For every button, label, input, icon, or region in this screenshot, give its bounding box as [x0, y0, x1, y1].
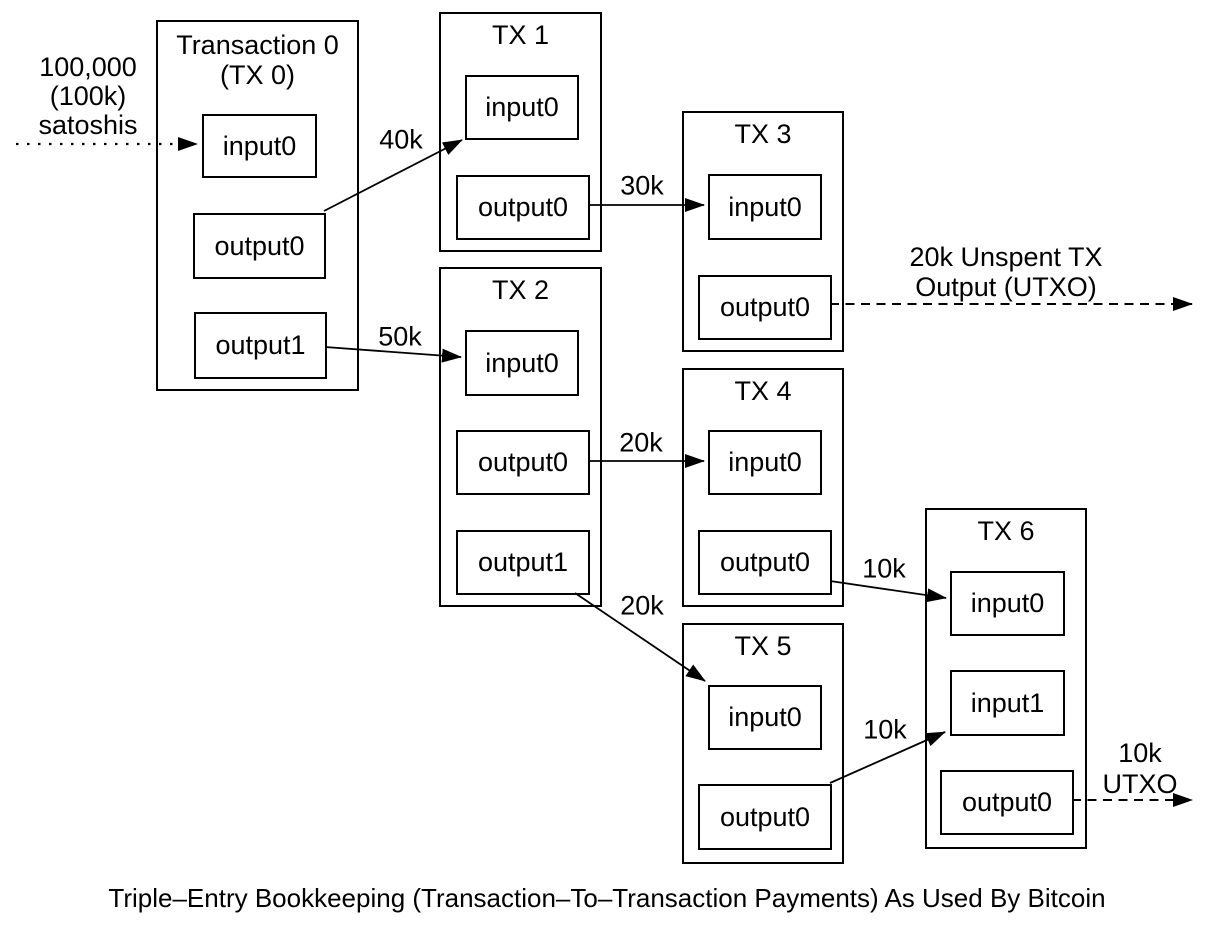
tx4-input0-box: input0 [708, 430, 822, 495]
diagram-caption: Triple–Entry Bookkeeping (Transaction–To… [108, 883, 1106, 913]
tx1-input0-box: input0 [465, 75, 579, 140]
tx1-title: TX 1 [491, 20, 550, 50]
tx0-output1-box: output1 [194, 312, 327, 379]
coinbase-line2: (100k) [49, 81, 127, 111]
flow-label-20k-tx5: 20k [620, 590, 664, 621]
tx6-input0-box: input0 [950, 571, 1065, 636]
utxo-tx6-line2: UTXO [1102, 769, 1178, 799]
tx0-title-line1: Transaction 0 [176, 30, 339, 60]
utxo-tx3-line1: 20k Unspent TX [909, 242, 1103, 272]
tx6-output0-box: output0 [940, 770, 1074, 835]
tx2-title: TX 2 [491, 275, 550, 305]
flow-label-20k-tx4: 20k [619, 427, 663, 458]
tx0-output0-box: output0 [193, 213, 326, 279]
tx2-output1-box: output1 [456, 530, 590, 595]
tx6-input1-box: input1 [950, 670, 1065, 736]
tx5-output0-box: output0 [698, 784, 832, 850]
tx0-title-line2: (TX 0) [219, 60, 295, 90]
tx0-input0-box: input0 [202, 114, 317, 178]
tx4-box: TX 4 input0 output0 [682, 368, 844, 607]
tx3-title: TX 3 [734, 119, 792, 149]
tx4-title: TX 4 [734, 376, 792, 406]
coinbase-line3: satoshis [38, 110, 138, 140]
utxo-tx6-line1: 10k [1118, 738, 1162, 768]
tx2-box: TX 2 input0 output0 output1 [439, 267, 602, 607]
tx2-output0-box: output0 [456, 430, 590, 495]
tx2-input0-box: input0 [465, 330, 579, 396]
tx0-title: Transaction 0 (TX 0) [158, 30, 357, 90]
tx4-output0-box: output0 [698, 530, 832, 595]
tx0-box: Transaction 0 (TX 0) input0 output0 outp… [156, 20, 359, 391]
tx6-title: TX 6 [977, 516, 1035, 546]
tx5-input0-box: input0 [708, 685, 822, 750]
tx5-box: TX 5 input0 output0 [682, 623, 844, 864]
flow-label-30k: 30k [620, 170, 664, 201]
tx1-box: TX 1 input0 output0 [439, 12, 602, 252]
tx5-title: TX 5 [734, 631, 792, 661]
flow-label-10k-tx6-input0: 10k [862, 553, 906, 584]
utxo-tx3-line2: Output (UTXO) [915, 272, 1097, 302]
utxo-annotation-tx6: 10k UTXO [1102, 738, 1177, 800]
tx3-output0-box: output0 [698, 275, 832, 340]
utxo-annotation-tx3: 20k Unspent TX Output (UTXO) [909, 242, 1102, 302]
tx3-input0-box: input0 [708, 174, 822, 240]
tx1-output0-box: output0 [456, 175, 590, 240]
flow-label-10k-tx6-input1: 10k [863, 714, 907, 745]
tx6-box: TX 6 input0 input1 output0 [925, 508, 1087, 849]
flow-label-40k: 40k [379, 124, 423, 155]
coinbase-line1: 100,000 [39, 52, 137, 82]
tx3-box: TX 3 input0 output0 [682, 111, 844, 352]
flow-label-50k: 50k [378, 321, 422, 352]
coinbase-amount-annotation: 100,000 (100k) satoshis [18, 53, 158, 140]
